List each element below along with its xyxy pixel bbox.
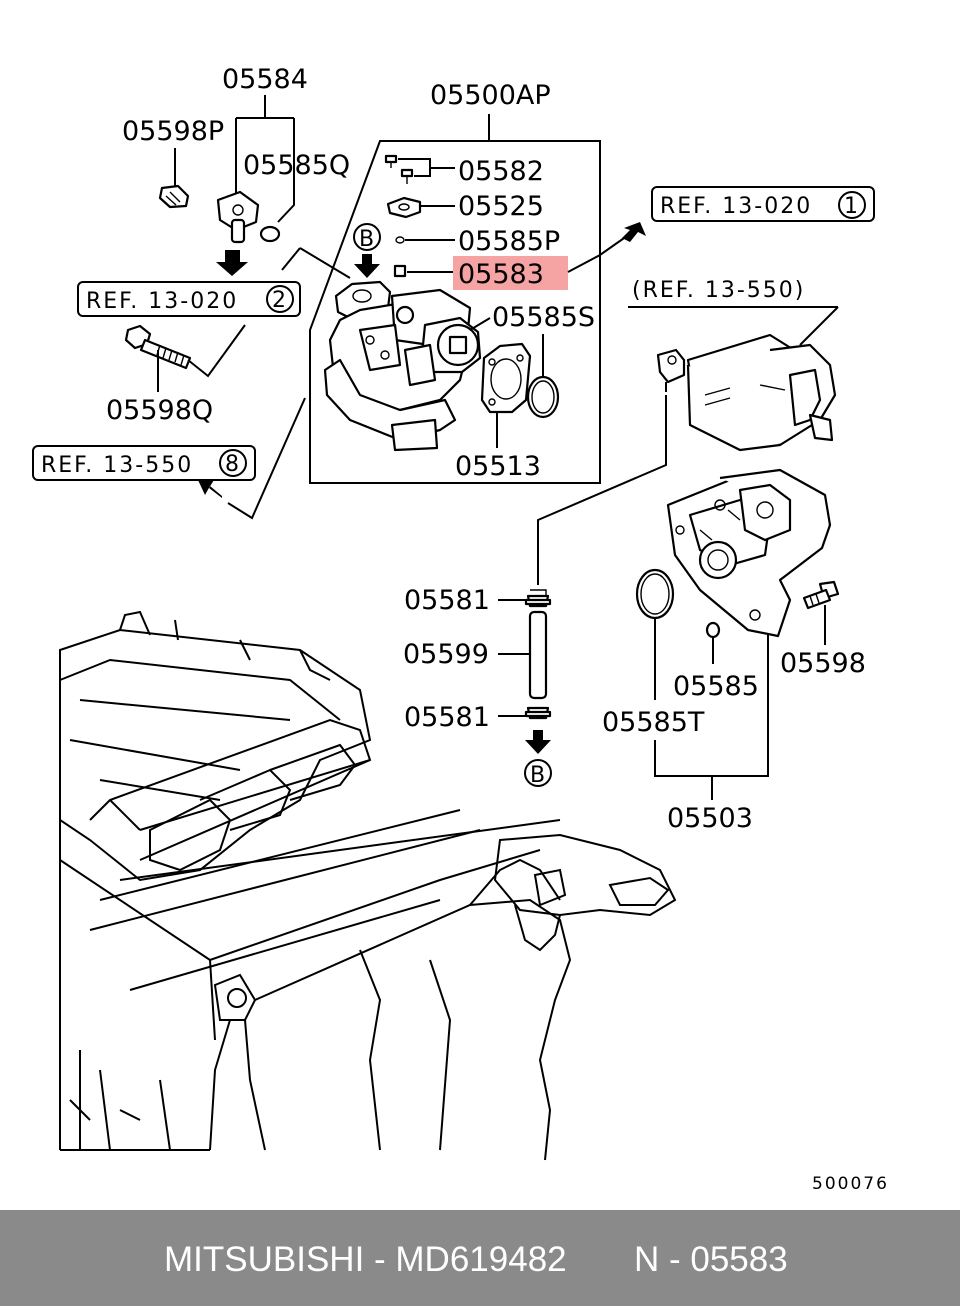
svg-text:8: 8	[225, 452, 239, 477]
engine-block-drawing	[59, 610, 677, 1161]
assembly-05500AP: B	[299, 114, 601, 484]
label-05585S[interactable]: 05585S	[492, 302, 595, 333]
label-05599[interactable]: 05599	[403, 639, 489, 670]
label-05584[interactable]: 05584	[222, 64, 308, 95]
svg-text:(REF. 13-550): (REF. 13-550)	[632, 278, 805, 303]
footer-bar: MITSUBISHI - MD619482 N - 05583	[0, 1210, 960, 1306]
label-05525[interactable]: 05525	[458, 191, 544, 222]
ref-13-550-8[interactable]: REF. 13-550 8	[32, 397, 306, 520]
assembly-05503	[635, 468, 840, 800]
label-05585[interactable]: 05585	[673, 671, 759, 702]
highlight-05583	[453, 256, 568, 290]
label-05582[interactable]: 05582	[458, 156, 544, 187]
parts-diagram: REF. 13-020 2 REF. 13-550 8	[32, 64, 889, 1194]
part-labels: 05584 05500AP 05598P 05585Q 05582 05525 …	[106, 64, 866, 834]
svg-text:REF. 13-550: REF. 13-550	[41, 453, 193, 478]
part-05584-group	[158, 95, 295, 276]
footer-brand-part: MITSUBISHI - MD619482	[164, 1240, 567, 1279]
ref-13-020-1[interactable]: REF. 13-020 1	[651, 186, 875, 222]
label-05583[interactable]: 05583	[458, 259, 544, 290]
label-05598[interactable]: 05598	[780, 648, 866, 679]
label-05581-top[interactable]: 05581	[404, 585, 490, 616]
ref-13-550-bracket: (REF. 13-550)	[628, 278, 839, 346]
label-05585Q[interactable]: 05585Q	[243, 150, 350, 181]
bolt-05598Q	[124, 247, 301, 392]
footer-ref-no: N - 05583	[634, 1240, 788, 1279]
label-05585T[interactable]: 05585T	[602, 707, 705, 738]
hose-group: B	[498, 589, 552, 788]
label-05585P[interactable]: 05585P	[458, 226, 560, 257]
svg-text:2: 2	[272, 288, 286, 313]
label-05513[interactable]: 05513	[455, 451, 541, 482]
label-05503[interactable]: 05503	[667, 803, 753, 834]
label-05598P[interactable]: 05598P	[122, 116, 224, 147]
label-05500AP[interactable]: 05500AP	[430, 80, 551, 111]
ignition-coil-drawing	[537, 333, 837, 585]
diagram-code: 500076	[812, 1174, 889, 1194]
label-05581-bottom[interactable]: 05581	[404, 702, 490, 733]
svg-text:B: B	[530, 763, 545, 788]
ref-13-020-2[interactable]: REF. 13-020 2	[77, 281, 301, 317]
svg-text:REF. 13-020: REF. 13-020	[86, 289, 238, 314]
svg-text:REF. 13-020: REF. 13-020	[660, 194, 812, 219]
svg-text:B: B	[359, 227, 374, 252]
label-05598Q[interactable]: 05598Q	[106, 395, 213, 426]
svg-text:1: 1	[844, 194, 858, 219]
